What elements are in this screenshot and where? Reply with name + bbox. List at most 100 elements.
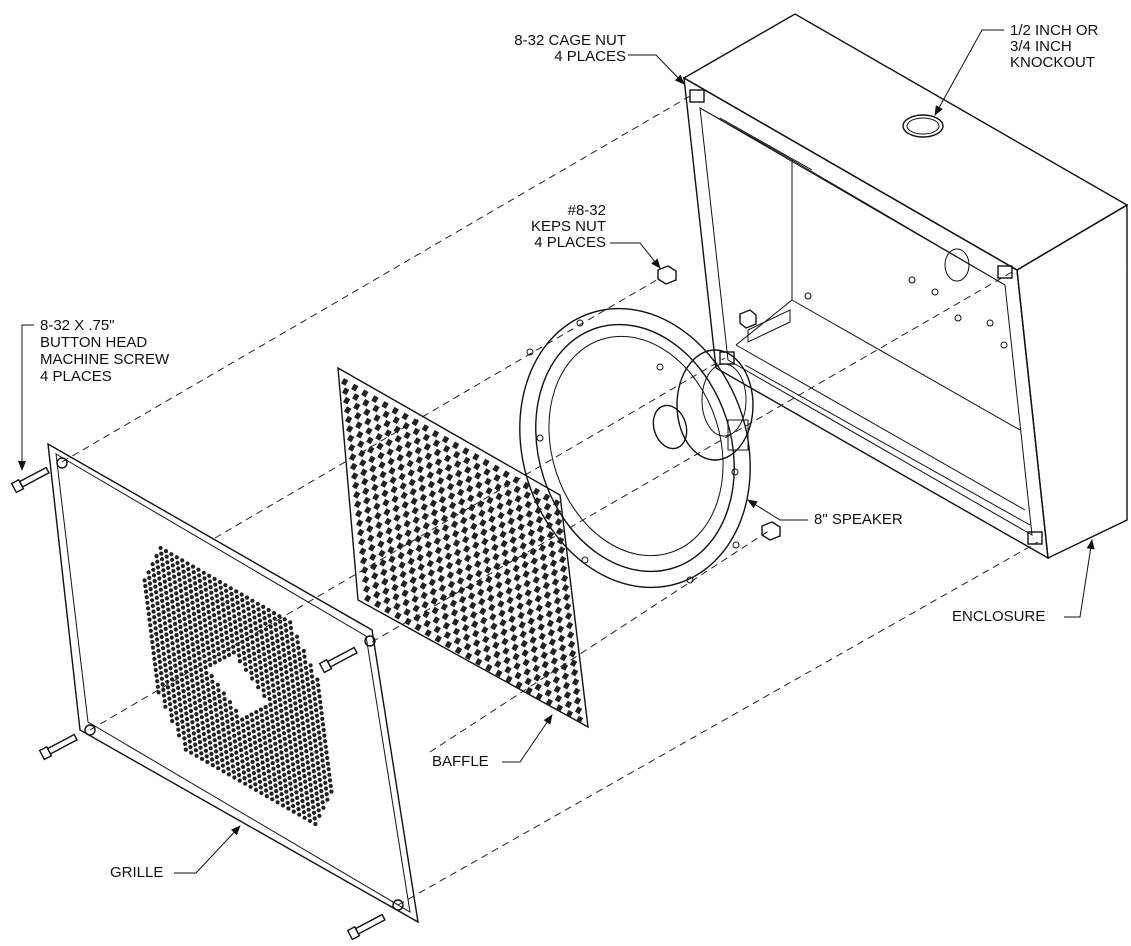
- baffle-slot: [542, 581, 551, 590]
- baffle-slot: [508, 526, 516, 535]
- grille-hole: [196, 651, 201, 656]
- grille-hole: [285, 800, 290, 806]
- grille-hole: [200, 637, 205, 642]
- grille-hole: [304, 790, 309, 796]
- grille-hole: [163, 668, 168, 673]
- grille-hole: [176, 566, 181, 571]
- grille-hole: [213, 707, 218, 712]
- grille-hole: [267, 774, 272, 779]
- baffle-slot: [404, 529, 412, 537]
- grille-hole: [225, 641, 230, 646]
- grille-hole: [172, 657, 177, 663]
- grille-hole: [232, 739, 237, 744]
- baffle-slot: [369, 464, 377, 473]
- grille-hole: [222, 613, 227, 618]
- grille-hole: [161, 651, 166, 656]
- grille-hole: [164, 590, 169, 595]
- grille-hole: [208, 626, 213, 631]
- grille-hole: [172, 694, 177, 699]
- grille-hole: [264, 674, 269, 679]
- grille-hole: [259, 713, 264, 718]
- grille-hole: [232, 614, 237, 619]
- grille-hole: [300, 762, 306, 768]
- baffle-slot: [492, 553, 500, 561]
- grille-hole: [209, 715, 214, 720]
- grille-hole: [211, 649, 216, 654]
- grille-hole: [295, 676, 300, 681]
- baffle-slot: [401, 501, 409, 509]
- baffle-slot: [373, 590, 381, 599]
- baffle-slot: [433, 625, 441, 634]
- grille-hole: [307, 777, 312, 782]
- baffle-slot: [359, 547, 367, 556]
- grille-hole: [174, 633, 179, 638]
- grille-hole: [199, 631, 204, 636]
- baffle-slot: [347, 434, 355, 443]
- grille-hole: [179, 594, 184, 599]
- baffle-slot: [476, 490, 484, 499]
- baffle-slot: [513, 662, 521, 670]
- baffle-slot: [403, 608, 411, 616]
- grille-hole: [281, 725, 286, 730]
- grille-hole: [307, 813, 312, 818]
- grille-hole: [156, 612, 161, 617]
- baffle-slot: [554, 694, 563, 703]
- baffle-slot: [510, 634, 518, 642]
- grille-hole: [263, 621, 268, 626]
- grille-hole: [314, 708, 319, 713]
- baffle-slot: [436, 477, 445, 485]
- grille-hole: [317, 736, 322, 741]
- baffle-slot: [428, 578, 436, 587]
- grille-hole: [208, 662, 213, 668]
- grille-hole: [214, 713, 219, 718]
- grille-hole: [250, 676, 255, 681]
- grille-hole: [227, 652, 232, 658]
- grille-hole: [263, 782, 268, 788]
- grille-hole: [283, 664, 288, 669]
- grille-hole: [248, 623, 253, 628]
- grille-hole: [280, 761, 285, 766]
- grille-hole: [198, 662, 203, 667]
- grille-hole: [260, 640, 265, 646]
- grille-hole: [238, 742, 243, 747]
- baffle-slot: [366, 436, 374, 445]
- baffle-slot: [385, 438, 393, 447]
- grille-hole: [274, 752, 279, 758]
- grille-hole: [207, 579, 212, 584]
- baffle-slot: [497, 511, 505, 520]
- grille-hole: [291, 690, 296, 695]
- baffle-slot: [563, 602, 572, 611]
- grille-hole: [167, 696, 172, 701]
- grille-hole: [193, 664, 198, 669]
- grille-hole: [197, 620, 203, 625]
- baffle-slot: [440, 603, 449, 611]
- grille-hole: [311, 763, 316, 768]
- grille-hole: [300, 721, 305, 726]
- grille-hole: [299, 668, 304, 673]
- baffle-slot: [470, 611, 478, 619]
- baffle-slot: [411, 506, 419, 515]
- grille-hole: [200, 679, 205, 684]
- baffle-slot: [473, 639, 481, 647]
- grille-hole: [187, 619, 192, 625]
- baffle-slot: [421, 512, 429, 521]
- label-line: 4 PLACES: [534, 234, 606, 251]
- baffle-slot: [515, 504, 523, 513]
- grille-hole: [316, 766, 321, 771]
- grille-hole: [205, 682, 210, 687]
- grille-hole: [247, 654, 252, 659]
- baffle-slot: [443, 454, 452, 463]
- grille-hole: [308, 663, 313, 668]
- grille-hole: [240, 598, 245, 603]
- baffle-slot: [348, 443, 356, 452]
- grille-hole: [197, 614, 202, 620]
- baffle-slot: [453, 450, 461, 459]
- grille-hole: [184, 717, 190, 722]
- grille-hole: [157, 654, 162, 659]
- grille-hole: [325, 755, 330, 761]
- grille-hole: [291, 803, 296, 809]
- baffle-slot: [511, 643, 519, 652]
- baffle-slot: [434, 546, 443, 555]
- grille-hole: [322, 775, 327, 780]
- baffle-slot: [353, 490, 361, 499]
